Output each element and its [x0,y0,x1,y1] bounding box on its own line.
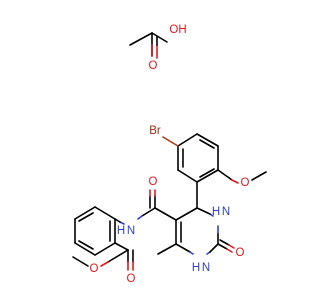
ring-carbonyl-o-label: O [236,247,245,259]
amide-nitrogen-label: N [127,225,135,237]
ring-n1-label: N [202,262,210,274]
ring-n3-h-label: H [212,206,220,218]
ester-carbonyl-o-label: O [127,273,136,285]
ring-n1-h-label: H [192,262,200,274]
acetic-acid-fragment: OH O [129,24,187,72]
chemical-structure-diagram: OH O Br O [72,24,267,285]
acetic-acid-hydroxyl-label: OH [169,24,186,36]
ring-n3-label: N [222,206,230,218]
dihydropyrimidinone-ring: H N O H N [157,181,245,274]
acetic-acid-carbonyl-o-label: O [149,60,158,72]
methoxy-oxygen-label: O [241,177,250,189]
amide-h-label: H [117,225,125,237]
bromo-methoxyphenyl-ring: Br O [149,125,267,189]
methyl-benzoate-ring: O O [72,206,136,285]
amide-oxygen-label: O [149,176,158,188]
bromine-label: Br [149,125,161,137]
ester-oxygen-label: O [90,263,99,275]
amide-linker: O H N [114,176,177,237]
